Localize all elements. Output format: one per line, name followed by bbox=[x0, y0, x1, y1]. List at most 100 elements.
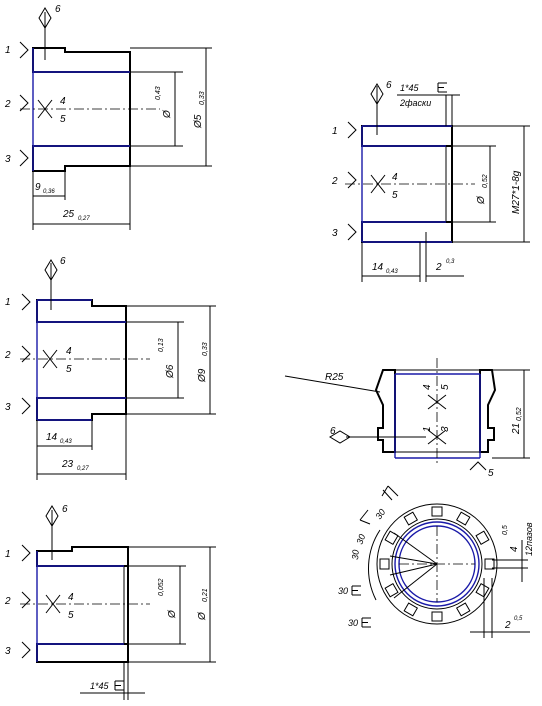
svg-text:0,3: 0,3 bbox=[446, 259, 455, 265]
svg-text:14: 14 bbox=[372, 262, 384, 273]
svg-text:0,43: 0,43 bbox=[60, 439, 72, 445]
svg-text:R25: R25 bbox=[325, 372, 344, 383]
svg-text:Ø: Ø bbox=[476, 195, 487, 205]
svg-text:0,33: 0,33 bbox=[199, 91, 206, 105]
svg-text:4: 4 bbox=[392, 172, 398, 183]
svg-text:5: 5 bbox=[68, 610, 74, 621]
svg-text:6: 6 bbox=[62, 504, 68, 515]
ring-slot bbox=[484, 558, 495, 570]
svg-text:30: 30 bbox=[338, 586, 348, 596]
svg-text:5: 5 bbox=[66, 364, 72, 375]
ring-slot bbox=[455, 602, 471, 617]
svg-text:30: 30 bbox=[354, 533, 367, 546]
svg-text:4: 4 bbox=[509, 546, 520, 552]
view-2-support-icon-3 bbox=[21, 397, 31, 415]
view-4-support-icon-1 bbox=[347, 121, 357, 139]
view-6-slots bbox=[379, 506, 495, 622]
svg-text:Ø9: Ø9 bbox=[197, 368, 208, 383]
svg-text:3: 3 bbox=[5, 154, 11, 165]
view-1-bushing: 6 4 5 1 2 3 Ø 0,43 Ø5 0,33 9 0,36 25 0,2… bbox=[4, 4, 212, 230]
svg-text:Ø: Ø bbox=[197, 611, 208, 621]
svg-text:1*45: 1*45 bbox=[90, 681, 110, 691]
svg-text:Ø6: Ø6 bbox=[165, 364, 176, 379]
view-4-support-icon-3 bbox=[347, 223, 357, 241]
ring-slot bbox=[431, 611, 443, 622]
svg-text:0,27: 0,27 bbox=[78, 216, 90, 222]
ring-slot bbox=[431, 506, 443, 517]
svg-text:1: 1 bbox=[5, 549, 11, 560]
svg-text:6: 6 bbox=[55, 4, 61, 15]
view-6-roughness-icon-4 bbox=[359, 509, 371, 525]
view-6-roughness-icon-1 bbox=[351, 585, 361, 596]
view-1-wall-top bbox=[32, 47, 131, 73]
svg-text:25: 25 bbox=[62, 209, 75, 220]
view-4-support-icon-2 bbox=[347, 171, 357, 189]
svg-text:9: 9 bbox=[35, 182, 41, 193]
svg-text:1: 1 bbox=[5, 297, 11, 308]
view-1-wall-bottom bbox=[32, 145, 131, 172]
svg-text:2: 2 bbox=[4, 596, 11, 607]
svg-text:3: 3 bbox=[440, 426, 451, 432]
ring-slot bbox=[455, 511, 471, 526]
svg-text:30: 30 bbox=[350, 549, 361, 560]
svg-text:4: 4 bbox=[422, 384, 433, 390]
svg-text:30: 30 bbox=[373, 507, 387, 521]
view-6-roughness-icon-2 bbox=[361, 617, 371, 628]
svg-text:0,33: 0,33 bbox=[202, 342, 209, 356]
view-3-support-icon-3 bbox=[21, 641, 31, 659]
view-2-bushing: 6 4 5 1 2 3 Ø6 0,13 Ø9 0,33 14 0,43 23 0… bbox=[4, 256, 216, 480]
svg-text:0,21: 0,21 bbox=[202, 588, 209, 602]
svg-text:M27*1-8g: M27*1-8g bbox=[511, 170, 522, 214]
svg-text:5: 5 bbox=[440, 384, 451, 390]
svg-text:14: 14 bbox=[46, 432, 58, 443]
svg-text:1: 1 bbox=[422, 426, 433, 432]
svg-text:1: 1 bbox=[332, 126, 338, 137]
view-3-support-icon-1 bbox=[21, 544, 31, 562]
svg-text:Ø5: Ø5 bbox=[193, 114, 204, 129]
svg-text:6: 6 bbox=[330, 426, 336, 437]
view-4-threaded-bushing: 6 4 5 1 2 3 1*45 2фаски Ø 0,52 M27*1-8g … bbox=[331, 80, 530, 282]
view-6-slotted-ring: 30 30 30 30 30 4 0,5 12пазов 2 0,5 bbox=[338, 485, 534, 638]
svg-text:30: 30 bbox=[348, 618, 358, 628]
svg-text:2: 2 bbox=[435, 262, 442, 273]
svg-text:23: 23 bbox=[61, 459, 74, 470]
view-5-support-icon bbox=[469, 461, 487, 471]
view-3-bushing: 6 4 5 1 2 3 Ø 0,052 Ø 0,21 1*45 bbox=[4, 504, 216, 700]
svg-text:2: 2 bbox=[504, 620, 511, 631]
svg-text:Ø: Ø bbox=[167, 609, 178, 619]
svg-text:0,43: 0,43 bbox=[155, 86, 162, 100]
ring-slot bbox=[475, 530, 490, 546]
svg-text:4: 4 bbox=[66, 346, 72, 357]
view-1-support-icon-1 bbox=[19, 41, 29, 59]
view-5-collet: 4 5 1 3 6 R25 5 21 0,52 bbox=[284, 358, 530, 479]
svg-text:5: 5 bbox=[392, 190, 398, 201]
svg-text:0,5: 0,5 bbox=[514, 616, 523, 622]
view-2-support-icon-2 bbox=[21, 345, 31, 363]
ring-slot bbox=[379, 558, 390, 570]
svg-text:0,52: 0,52 bbox=[482, 174, 489, 188]
svg-text:0,052: 0,052 bbox=[158, 578, 165, 596]
ring-slot bbox=[384, 530, 399, 546]
svg-text:2: 2 bbox=[4, 99, 11, 110]
ring-slot bbox=[384, 582, 399, 598]
svg-text:0,27: 0,27 bbox=[77, 466, 89, 472]
svg-text:6: 6 bbox=[60, 256, 66, 267]
svg-text:3: 3 bbox=[5, 646, 11, 657]
ring-slot bbox=[475, 582, 490, 598]
svg-text:4: 4 bbox=[68, 592, 74, 603]
view-1-support-icon-3 bbox=[19, 149, 29, 167]
ring-slot bbox=[403, 602, 419, 617]
view-4-roughness-icon bbox=[437, 82, 447, 93]
svg-text:6: 6 bbox=[386, 80, 392, 91]
view-2-support-icon-1 bbox=[21, 293, 31, 311]
svg-text:3: 3 bbox=[332, 228, 338, 239]
svg-text:0,52: 0,52 bbox=[516, 407, 523, 421]
view-3-roughness-icon bbox=[114, 680, 124, 691]
svg-text:Ø: Ø bbox=[162, 109, 173, 119]
svg-text:12пазов: 12пазов bbox=[524, 522, 534, 556]
svg-text:0,13: 0,13 bbox=[158, 338, 165, 352]
svg-text:21: 21 bbox=[511, 423, 522, 435]
svg-text:0,36: 0,36 bbox=[43, 189, 55, 195]
svg-text:2фаски: 2фаски bbox=[399, 98, 431, 108]
view-3-support-icon-2 bbox=[21, 591, 31, 609]
